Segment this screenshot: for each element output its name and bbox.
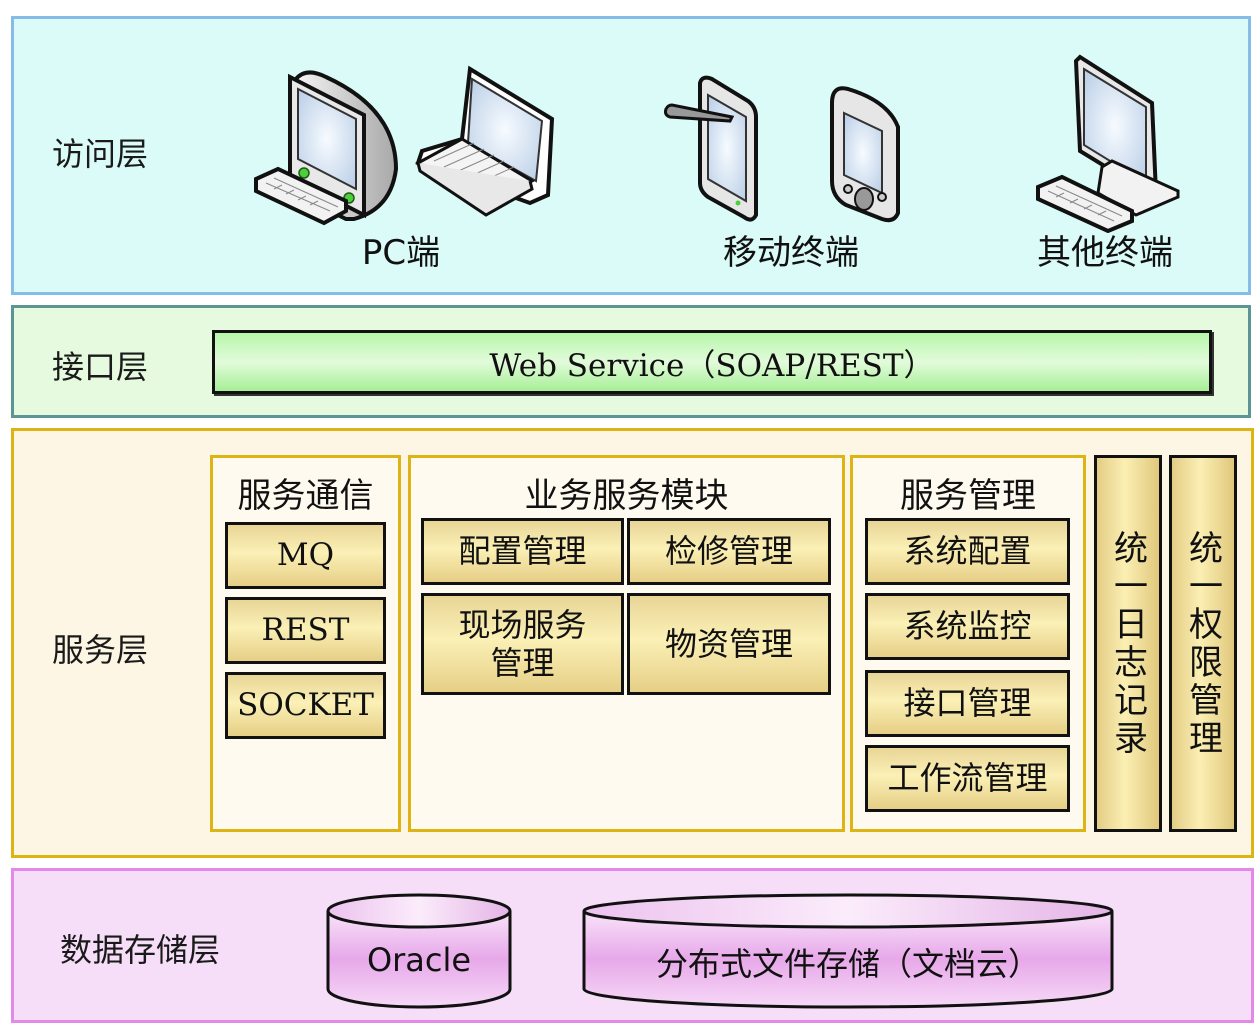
module-interface-management: 接口管理 [865, 670, 1070, 737]
module-config-management: 配置管理 [421, 518, 624, 585]
access-layer-label: 访问层 [52, 135, 149, 173]
module-mq: MQ [225, 522, 386, 589]
device-label-pc: PC端 [361, 233, 441, 273]
lcd-desktop-icon [1036, 54, 1180, 233]
oracle-label: Oracle [366, 941, 472, 979]
oracle-database-cylinder [326, 893, 512, 1009]
module-material-management: 物资管理 [627, 593, 831, 695]
distributed-file-storage-cylinder [582, 893, 1114, 1009]
module-line: 管理 [490, 644, 555, 682]
group-title: 服务通信 [237, 476, 374, 516]
laptop-icon [415, 65, 555, 217]
module-field-service-management: 现场服务 管理 [421, 593, 624, 695]
tablet-stylus-icon [664, 75, 758, 222]
unified-permission-module: 统一权限管理 [1169, 455, 1237, 832]
desktop-crt-icon [254, 70, 399, 226]
interface-layer-label: 接口层 [52, 348, 149, 386]
group-title: 服务管理 [900, 476, 1036, 516]
device-label-mobile: 移动终端 [723, 233, 859, 273]
interface-layer: 接口层 Web Service（SOAP/REST） [11, 305, 1251, 418]
service-layer-label: 服务层 [52, 631, 149, 669]
module-system-config: 系统配置 [865, 518, 1070, 585]
module-maintenance-management: 检修管理 [627, 518, 831, 585]
module-rest: REST [225, 597, 386, 664]
data-storage-layer: 数据存储层 Oracle 分布式文件存储（文档云） [11, 868, 1254, 1023]
web-service-bar: Web Service（SOAP/REST） [212, 330, 1212, 394]
service-layer: 服务层 服务通信 MQ REST SOCKET 业务服务模块 配置管理 检修管理… [11, 428, 1254, 858]
distributed-file-storage-label: 分布式文件存储（文档云） [655, 945, 1040, 983]
service-communication-group: 服务通信 MQ REST SOCKET [210, 455, 401, 832]
module-socket: SOCKET [225, 672, 386, 739]
group-title: 业务服务模块 [524, 476, 729, 516]
business-service-module-group: 业务服务模块 配置管理 检修管理 现场服务 管理 物资管理 [408, 455, 845, 832]
module-workflow-management: 工作流管理 [865, 745, 1070, 812]
module-system-monitor: 系统监控 [865, 593, 1070, 660]
unified-permission-label: 统一权限管理 [1182, 529, 1223, 758]
device-label-other: 其他终端 [1037, 233, 1173, 273]
pda-icon [830, 86, 900, 223]
unified-logging-label: 统一日志记录 [1107, 529, 1148, 758]
storage-layer-label: 数据存储层 [60, 931, 221, 969]
unified-logging-module: 统一日志记录 [1094, 455, 1162, 832]
access-layer: 访问层 [11, 16, 1251, 295]
service-management-group: 服务管理 系统配置 系统监控 接口管理 工作流管理 [850, 455, 1086, 832]
module-line: 现场服务 [458, 605, 587, 644]
